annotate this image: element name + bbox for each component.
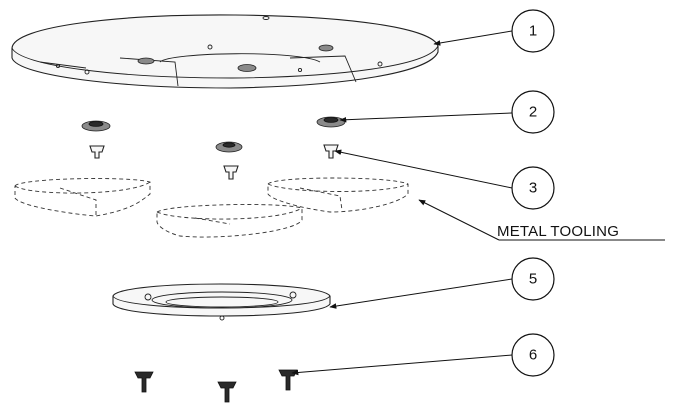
balloon-6-label: 6 [529, 347, 537, 364]
balloon-3-label: 3 [529, 180, 537, 197]
balloon-1: 1 [511, 9, 555, 53]
top-plate-part-1 [11, 14, 439, 89]
metal-tooling-segments [14, 177, 409, 238]
ring-plate-part-5 [112, 283, 331, 321]
balloon-3: 3 [511, 166, 555, 210]
leader-lines [291, 30, 665, 376]
balloon-2: 2 [511, 90, 555, 134]
balloon-5-label: 5 [529, 271, 537, 288]
balloon-2-label: 2 [529, 104, 537, 121]
screw-part-3 [89, 144, 339, 180]
disc-part-2 [81, 116, 346, 153]
balloon-1-label: 1 [529, 23, 537, 40]
metal-tooling-label: METAL TOOLING [497, 223, 619, 240]
balloon-6: 6 [511, 333, 555, 377]
screw-part-6 [134, 369, 298, 403]
balloon-5: 5 [511, 257, 555, 301]
